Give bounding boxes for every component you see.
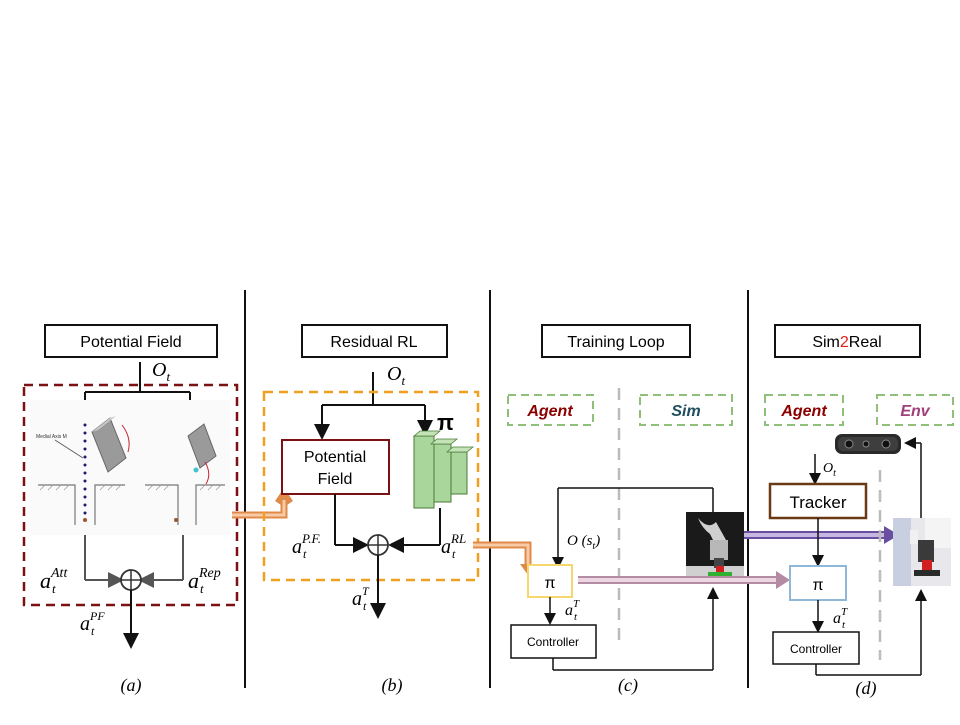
panel-b-obs: Ot	[387, 363, 405, 388]
panel-c-title-box	[541, 324, 691, 358]
panel-d-title: Sim2Real	[812, 334, 881, 351]
panel-c-title: Training Loop	[567, 334, 664, 351]
panel-d-act-sub: t	[842, 619, 846, 631]
arrow-a-to-b	[232, 487, 293, 519]
panel-d: Sim2Real Agent Env Ot Tracker π aT t Con…	[764, 324, 954, 699]
panel-b-pi-label: π	[437, 410, 454, 435]
panel-c-obs-label: O (st)	[567, 533, 600, 552]
panel-a-rep-label: aRep	[188, 566, 221, 593]
panel-d-env-label: Env	[900, 403, 930, 420]
panel-d-agent-box	[764, 394, 844, 426]
right-hole	[145, 484, 225, 525]
panel-c-agent-label: Agent	[526, 403, 573, 420]
panel-d-title-box	[774, 324, 921, 358]
panel-a-att-sub: t	[52, 581, 56, 596]
panel-b-caption: (b)	[382, 675, 403, 696]
panel-c: Training Loop Agent Sim O (st) π aT t Co…	[507, 324, 744, 696]
medial-axis-dots	[83, 423, 87, 515]
panel-a-obs: Ot	[152, 359, 170, 384]
panel-c-sim-label: Sim	[671, 403, 700, 420]
arrow-b-to-c	[473, 541, 532, 568]
panel-d-obs-label: Ot	[823, 461, 836, 479]
panel-d-controller-label: Controller	[790, 642, 842, 656]
panel-a-caption: (a)	[121, 675, 142, 696]
panel-a-inset-illustration: Medial Axis M	[30, 400, 230, 535]
left-hole	[38, 484, 125, 525]
panel-b-title-box	[301, 324, 448, 358]
panel-d-pi-box	[789, 565, 847, 601]
panel-d-tracker-label: Tracker	[790, 493, 847, 512]
panel-a-dashed-box	[22, 383, 239, 607]
panel-a: Potential Field Ot Medial Axis M	[22, 324, 239, 696]
left-peg	[91, 417, 127, 473]
hatching	[39, 484, 222, 491]
inset-bg	[30, 400, 230, 535]
panel-b-pf-line2: Field	[318, 471, 353, 488]
right-target-marker	[174, 518, 178, 522]
panel-d-caption: (d)	[856, 678, 877, 699]
panel-b-rl-label: aRL	[441, 531, 466, 558]
panel-d-act-label: aT	[833, 606, 848, 627]
panel-c-controller-label: Controller	[527, 635, 579, 649]
panel-b-out-label: aT	[352, 584, 370, 610]
panel-a-rep-sub: t	[200, 581, 204, 596]
panel-a-out-sub: t	[91, 624, 95, 638]
panel-d-pi-label: π	[812, 577, 823, 594]
medial-axis-label: Medial Axis M	[36, 434, 67, 440]
panel-c-act-label: aT	[565, 598, 580, 619]
panel-c-sim-box	[639, 394, 733, 426]
panel-b-dashed-box	[262, 390, 480, 582]
panel-b-policy-network	[412, 430, 475, 509]
panel-c-caption: (c)	[618, 675, 638, 696]
panel-b-title: Residual RL	[330, 334, 417, 351]
left-target-marker	[83, 518, 87, 522]
panel-b: Residual RL Ot Potential Field π aP.F.	[262, 324, 480, 696]
right-rotation-arrow	[204, 461, 210, 485]
panel-a-title-box	[44, 324, 218, 358]
panel-b-pf-line1: Potential	[304, 449, 366, 466]
panel-c-agent-box	[507, 394, 594, 426]
medial-axis-pointer	[54, 439, 84, 459]
left-rotation-arrow	[121, 424, 130, 453]
left-peg-top	[92, 416, 116, 432]
panel-c-pi-label: π	[544, 575, 555, 592]
panel-d-agent-label: Agent	[780, 403, 827, 420]
panel-c-sim-image	[686, 512, 744, 584]
panel-a-out-label: aPF	[80, 609, 105, 635]
panel-b-out-sub: t	[363, 599, 367, 613]
panel-c-controller-box	[510, 624, 597, 659]
panel-b-pf-box	[281, 439, 390, 495]
right-contact-point	[193, 467, 199, 473]
panel-d-controller-box	[772, 631, 860, 665]
panel-a-att-label: aAtt	[40, 566, 68, 593]
camera-icon	[835, 434, 901, 454]
panel-b-pf-label: aP.F.	[292, 531, 321, 558]
panel-a-title: Potential Field	[80, 334, 181, 351]
panel-b-pf-sub: t	[303, 547, 307, 561]
panel-c-act-sub: t	[574, 611, 578, 623]
panel-d-env-box	[876, 394, 954, 426]
right-peg	[187, 423, 217, 469]
panel-d-real-image	[893, 518, 951, 586]
panel-b-rl-sub: t	[452, 547, 456, 561]
